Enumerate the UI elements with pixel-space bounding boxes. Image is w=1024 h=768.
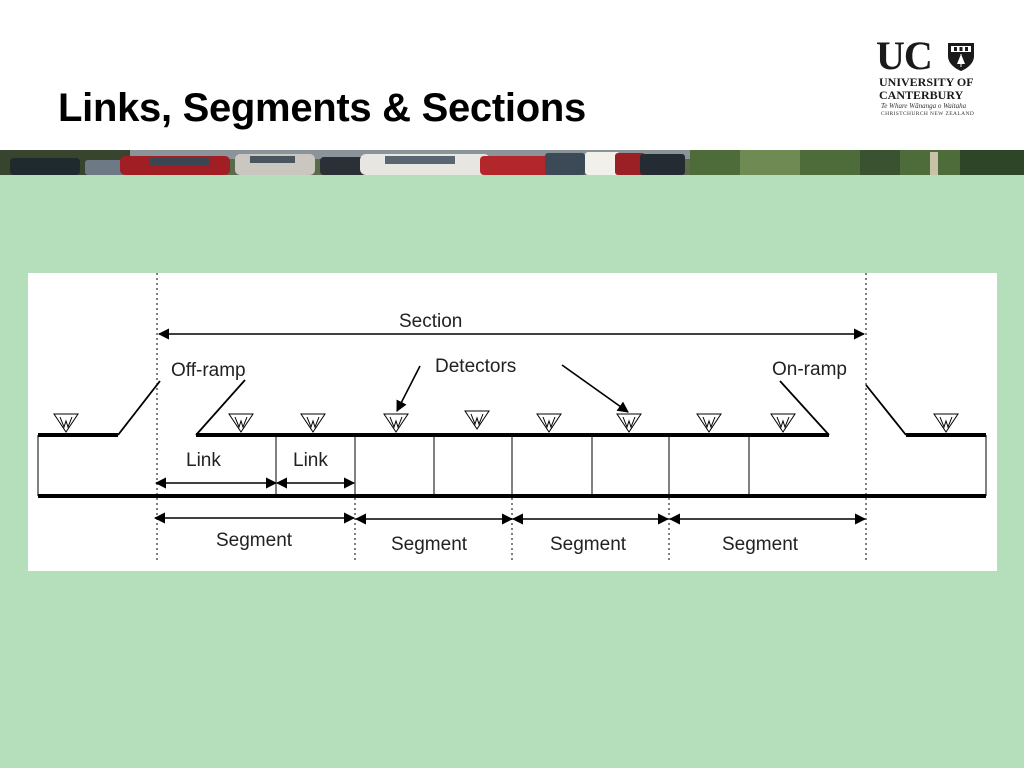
segment-label-2: Segment xyxy=(391,534,468,555)
logo-canterbury: CANTERBURY xyxy=(879,88,964,102)
detector-triangle-icon xyxy=(933,413,959,433)
slide-content: Section xyxy=(0,175,1024,768)
detector-pointer-left xyxy=(396,365,421,412)
detector-triangle-icon xyxy=(300,413,326,433)
crest-icon xyxy=(948,43,974,71)
logo-tagline: Te Whare Wānanga o Waitaha xyxy=(881,102,967,110)
detector-triangle-icon xyxy=(383,413,409,433)
traffic-photo-banner xyxy=(0,150,1024,175)
logo-letters: UC xyxy=(876,33,933,78)
university-logo: UC UNIVERSITY OF CANTERBURY Te Whare Wān… xyxy=(876,36,988,122)
detector-pointer-right xyxy=(561,364,629,413)
segment-label-4: Segment xyxy=(722,534,799,555)
link-label-2: Link xyxy=(293,450,328,471)
link-label-1: Link xyxy=(186,450,221,471)
detector-triangle-icon xyxy=(464,410,490,430)
logo-city: CHRISTCHURCH NEW ZEALAND xyxy=(881,111,975,117)
detector-triangle-icon xyxy=(228,413,254,433)
segment-label-1: Segment xyxy=(216,530,293,551)
road-diagram: Section xyxy=(28,273,997,571)
detector-triangle-icon xyxy=(696,413,722,433)
segment-label-3: Segment xyxy=(550,534,627,555)
offramp-label: Off-ramp xyxy=(171,360,246,381)
logo-university-of: UNIVERSITY OF xyxy=(879,75,974,89)
detector-triangle-icon xyxy=(770,413,796,433)
road-diagram-svg: Section xyxy=(37,273,987,563)
detector-triangle-icon xyxy=(53,413,79,433)
slide-header: Links, Segments & Sections UC UNIVERSITY… xyxy=(0,0,1024,150)
detectors xyxy=(53,410,959,433)
link-dividers xyxy=(275,437,750,494)
detector-triangle-icon xyxy=(616,413,642,433)
road-edges xyxy=(37,379,987,498)
traffic-photo-image xyxy=(0,150,1024,175)
onramp-label: On-ramp xyxy=(772,359,847,380)
section-label: Section xyxy=(399,311,462,332)
detectors-label: Detectors xyxy=(435,356,516,377)
slide-title: Links, Segments & Sections xyxy=(58,86,586,130)
detector-triangle-icon xyxy=(536,413,562,433)
